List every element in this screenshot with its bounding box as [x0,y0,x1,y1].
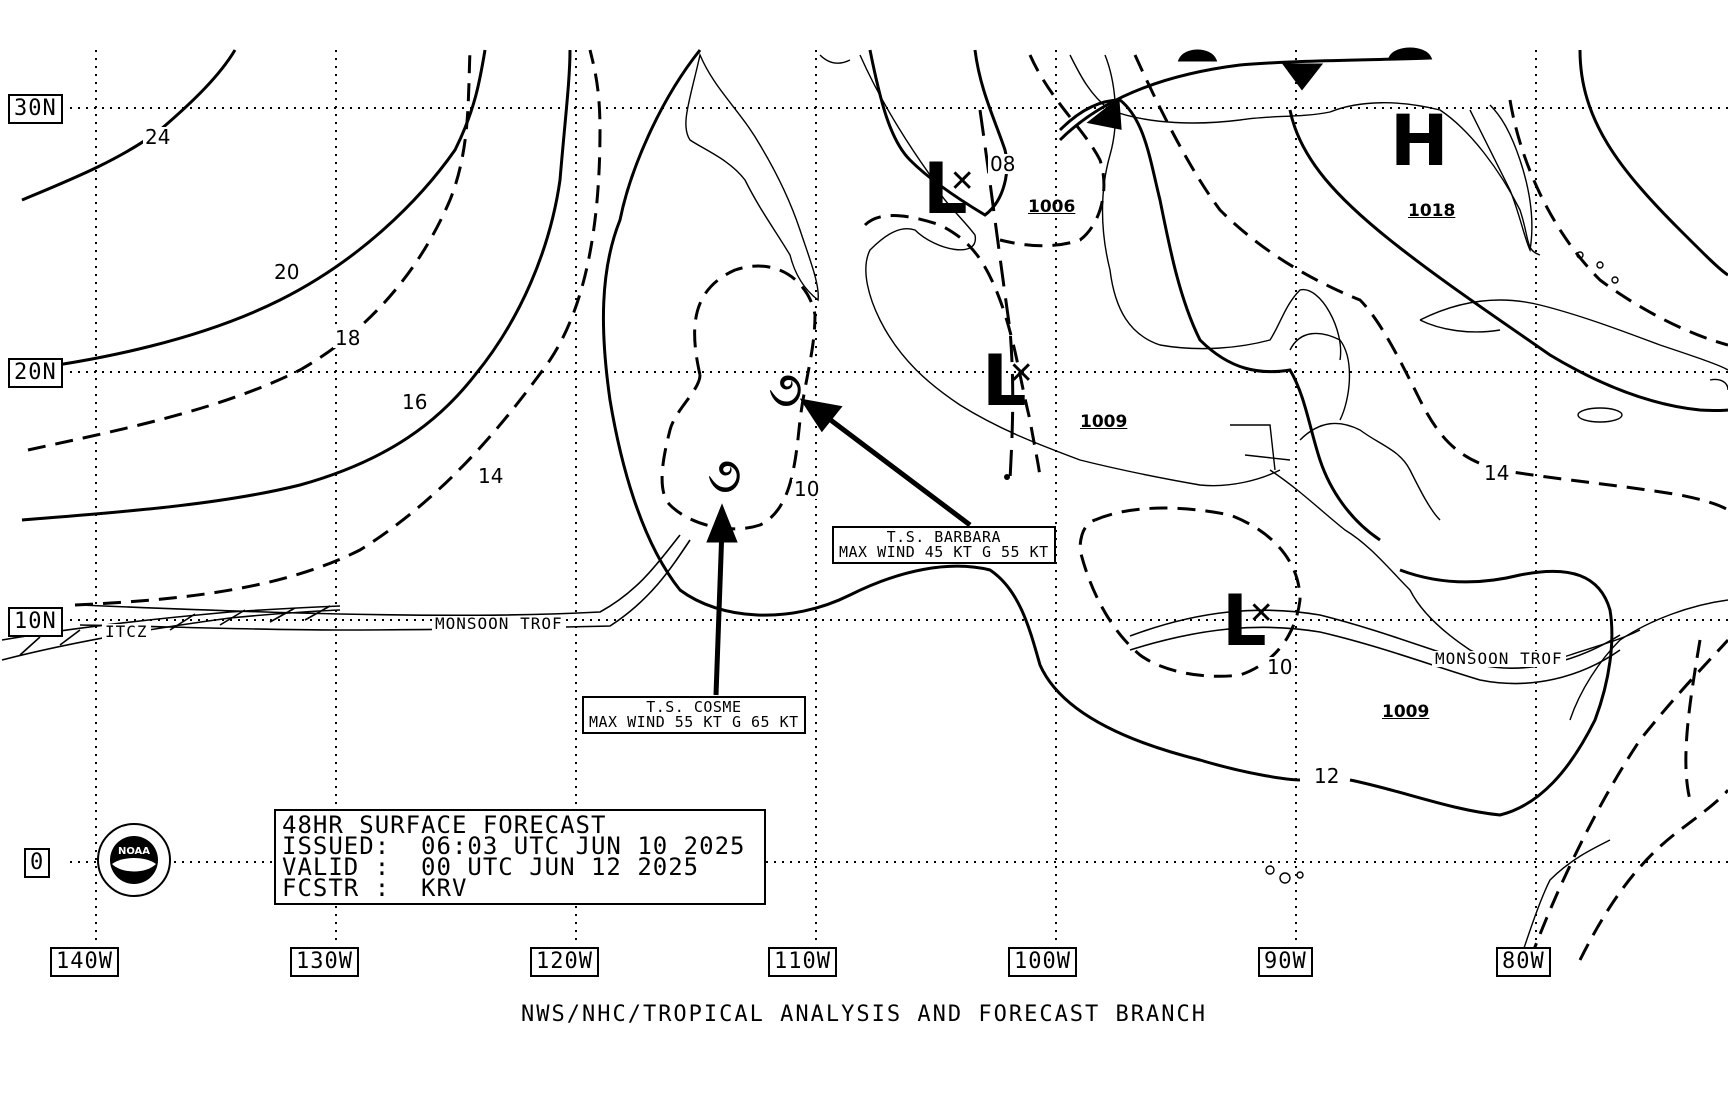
lat-label-20n: 20N [8,358,63,388]
isobar-label-20: 20 [272,260,302,284]
isobar-label-10-west: 10 [792,477,822,501]
lon-label-130w: 130W [290,947,359,977]
low-pressure-symbol-central: L✕ [982,340,1034,422]
isobar-label-18: 18 [333,326,363,350]
lat-label-0: 0 [24,848,51,878]
lat-label-30n: 30N [8,94,63,124]
graticule [70,50,1728,940]
tropical-storm-icon-cosme: ૭ [707,446,742,504]
isobar-label-10-east: 10 [1265,655,1295,679]
monsoon-trough-label-west: MONSOON TROF [432,616,566,632]
lon-label-90w: 90W [1258,947,1313,977]
storm-wind-barbara: MAX WIND 45 KT G 55 KT [839,543,1049,561]
storm-box-barbara: T.S. BARBARA MAX WIND 45 KT G 55 KT [832,526,1056,564]
isobars-dashed [27,49,1728,961]
isobar-label-14-east: 14 [1482,461,1512,485]
storm-arrows [706,398,972,696]
noaa-logo-icon: NOAA [97,823,171,897]
isobar-label-12: 12 [1312,764,1342,788]
storm-wind-cosme: MAX WIND 55 KT G 65 KT [589,713,799,731]
storm-name-barbara: T.S. BARBARA [886,528,1002,546]
itcz-label: ITCZ [102,624,151,640]
lon-label-80w: 80W [1496,947,1551,977]
lat-label-10n: 10N [8,607,63,637]
lon-label-120w: 120W [530,947,599,977]
high-pressure-symbol: H [1390,100,1449,182]
forecast-info-box: 48HR SURFACE FORECAST ISSUED: 06:03 UTC … [274,809,766,905]
pressure-value-1009-mexico: 1009 [1080,412,1128,432]
isobar-label-08: 08 [988,152,1018,176]
monsoon-trough-label-east: MONSOON TROF [1432,651,1566,667]
lon-label-100w: 100W [1008,947,1077,977]
storm-name-cosme: T.S. COSME [646,698,742,716]
low-pressure-symbol-north: L✕ [923,148,975,230]
isobar-label-24: 24 [143,125,173,149]
pressure-value-1018: 1018 [1408,201,1456,221]
isobar-label-16: 16 [400,390,430,414]
svg-text:NOAA: NOAA [118,846,150,857]
noaa-logo: NOAA [96,822,172,898]
storm-box-cosme: T.S. COSME MAX WIND 55 KT G 65 KT [582,696,806,734]
pressure-value-1009-central-america: 1009 [1382,702,1430,722]
lon-label-110w: 110W [768,947,837,977]
coastline [685,52,1728,961]
isobars-solid [21,49,1728,817]
low-pressure-symbol-south: L✕ [1222,580,1274,662]
footer-credit: NWS/NHC/TROPICAL ANALYSIS AND FORECAST B… [520,1002,1208,1027]
forecast-issued: ISSUED: 06:03 UTC JUN 10 2025 [282,832,746,860]
lon-label-140w: 140W [50,947,119,977]
forecast-title: 48HR SURFACE FORECAST [282,811,607,839]
forecast-valid: VALID : 00 UTC JUN 12 2025 [282,853,700,881]
tropical-storm-icon-barbara: ૭ [768,360,803,418]
isobar-label-14: 14 [476,464,506,488]
cold-front [1058,47,1433,142]
forecast-forecaster: FCSTR : KRV [282,874,468,902]
pressure-value-1006: 1006 [1028,197,1076,217]
